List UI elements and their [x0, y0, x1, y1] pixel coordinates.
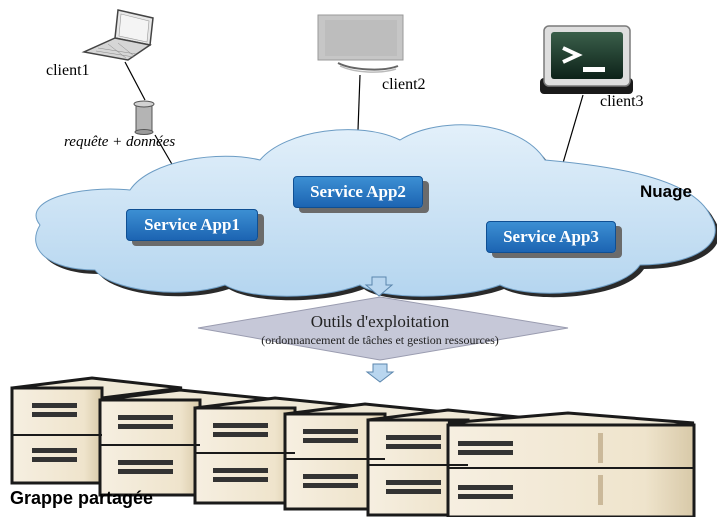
monitor-icon [317, 14, 404, 73]
client3-label: client3 [600, 93, 644, 110]
terminal-icon [540, 25, 633, 94]
server-cluster [10, 376, 696, 517]
down-arrow-tools-to-cluster [365, 363, 395, 383]
laptop-icon [81, 9, 154, 61]
client2-label: client2 [382, 76, 426, 93]
client1-label: client1 [46, 62, 90, 79]
tools-title: Outils d'exploitation [310, 312, 450, 331]
tools-subtitle: (ordonnancement de tâches et gestion res… [261, 333, 499, 347]
service-app3: Service App3 [486, 221, 616, 253]
link-client2 [357, 74, 361, 131]
server-unit [446, 411, 696, 517]
service-app2: Service App2 [293, 176, 423, 208]
cloud-label: Nuage [640, 182, 692, 201]
down-arrow-cloud-to-tools [364, 276, 394, 297]
message-scroll-icon [133, 100, 155, 135]
service-app1: Service App1 [126, 209, 258, 241]
message-label: requête + données [64, 134, 176, 150]
service-app2-label: Service App2 [310, 182, 406, 201]
tools-shape [197, 296, 569, 361]
service-app1-label: Service App1 [144, 215, 240, 234]
server-unit [193, 396, 376, 505]
service-app3-label: Service App3 [503, 227, 599, 246]
server-unit [10, 376, 183, 485]
cluster-label: Grappe partagée [10, 488, 154, 508]
link-client1 [124, 61, 146, 101]
cloud-shape [35, 124, 716, 297]
